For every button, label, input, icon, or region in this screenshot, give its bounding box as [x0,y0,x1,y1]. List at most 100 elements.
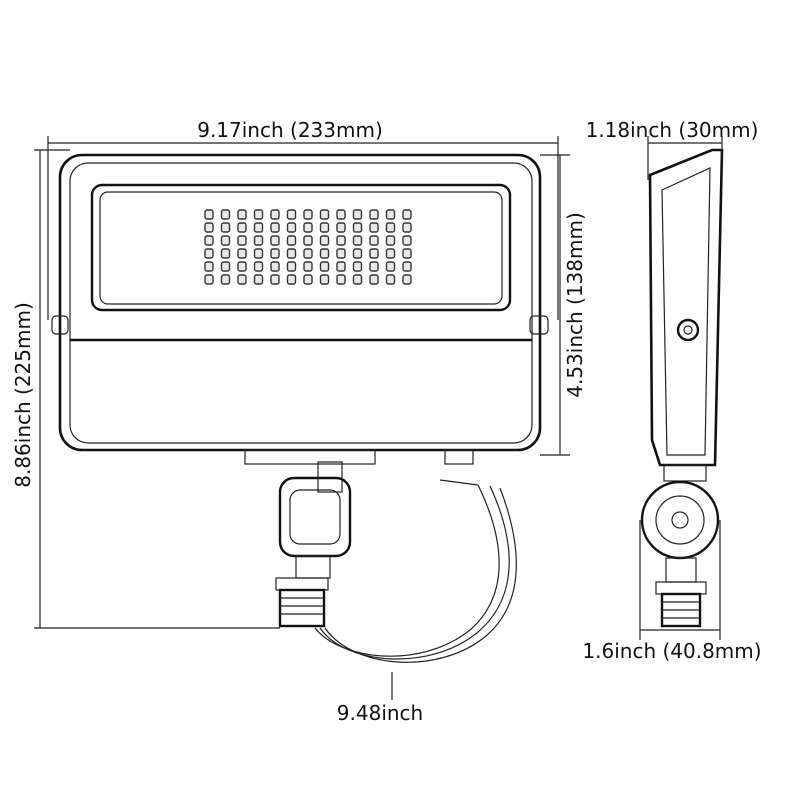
led-chip [402,261,412,272]
led-chip [270,274,280,285]
lens-inner [99,191,503,305]
led-chip [369,274,379,285]
led-chip [204,261,214,272]
led-chip [204,235,214,246]
led-chip [237,274,247,285]
led-chip [237,235,247,246]
led-chip [286,274,297,285]
led-chip [336,235,346,246]
led-chip [385,261,396,272]
led-chip [385,209,396,220]
led-chip [385,222,396,233]
led-chip [270,209,280,220]
led-chip [336,248,346,259]
led-chip [352,261,363,272]
led-chip [402,222,412,233]
led-chip [204,248,214,259]
housing-outline [58,153,542,452]
side-pivot-bolt [676,318,700,342]
led-chip [303,222,313,233]
led-chip [253,248,264,259]
led-chip [303,235,313,246]
mount-width-label: 1.6inch (40.8mm) [582,639,761,663]
led-chip [253,222,264,233]
led-array [204,209,412,285]
led-chip [303,261,313,272]
led-chip [352,235,363,246]
led-chip [336,274,346,285]
led-chip [220,248,231,259]
housing-inner-edge [69,162,533,444]
led-chip [253,261,264,272]
led-chip [237,261,247,272]
power-wires [314,479,517,663]
side-view [640,148,724,628]
led-chip [303,209,313,220]
led-chip [336,222,346,233]
led-chip [402,248,412,259]
led-chip [402,209,412,220]
led-chip [385,235,396,246]
led-chip [319,222,330,233]
side-housing [648,148,724,467]
led-chip [204,274,214,285]
knuckle-mount [275,461,352,628]
led-chip [369,209,379,220]
led-chip [204,209,214,220]
right-clip [529,315,549,335]
led-chip [237,222,247,233]
led-chip [319,235,330,246]
led-chip [336,261,346,272]
cord-grip [444,449,474,465]
led-chip [336,209,346,220]
lens-panel [90,183,512,312]
led-chip [253,209,264,220]
led-chip [220,209,231,220]
dimension-lines [34,136,723,700]
led-chip [303,274,313,285]
led-chip [220,261,231,272]
led-chip [286,261,297,272]
led-chip [270,235,280,246]
led-chip [369,261,379,272]
wire-length-label: 9.48inch [337,701,423,725]
led-chip [286,209,297,220]
front-view [51,153,549,663]
led-chip [270,248,280,259]
led-chip [253,274,264,285]
side-neck [663,464,707,482]
led-chip [220,235,231,246]
led-chip [286,235,297,246]
led-chip [352,222,363,233]
led-chip [369,235,379,246]
led-chip [352,209,363,220]
led-chip [286,248,297,259]
led-chip [286,222,297,233]
led-chip [319,248,330,259]
led-chip [253,235,264,246]
led-chip [270,261,280,272]
led-chip [402,235,412,246]
led-chip [237,248,247,259]
led-chip [385,248,396,259]
led-chip [303,248,313,259]
led-chip [352,274,363,285]
head-height-label: 4.53inch (138mm) [563,212,587,398]
led-chip [385,274,396,285]
led-chip [369,222,379,233]
led-chip [220,274,231,285]
led-chip [402,274,412,285]
side-housing-inner [661,167,711,456]
led-chip [204,222,214,233]
width-label: 9.17inch (233mm) [197,118,383,142]
bracket-plate [244,449,376,465]
led-chip [352,248,363,259]
led-chip [319,209,330,220]
led-chip [220,222,231,233]
left-clip [51,315,69,335]
led-chip [319,261,330,272]
led-chip [319,274,330,285]
depth-label: 1.18inch (30mm) [586,118,759,142]
side-knuckle [640,480,720,560]
